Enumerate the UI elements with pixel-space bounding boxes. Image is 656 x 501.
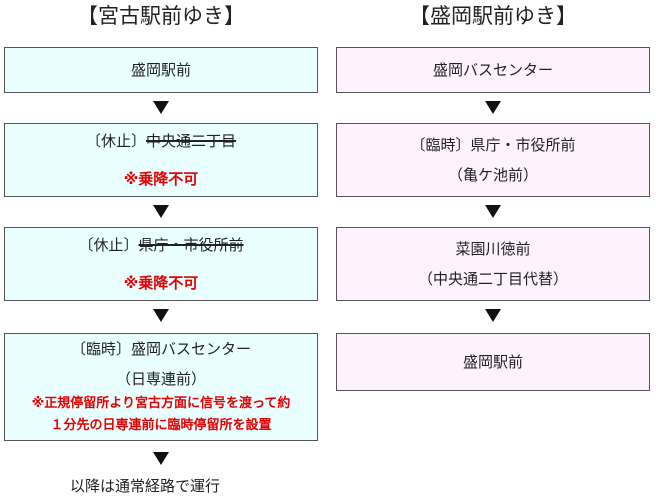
- down-arrow-icon: [153, 101, 169, 114]
- no-boarding-warning: ※乗降不可: [123, 274, 199, 292]
- stop-name: 〔休止〕県庁・市役所前: [78, 235, 243, 255]
- struck-stop-name: 中央通二丁目: [146, 132, 237, 150]
- stop-subname: （亀ケ池前）: [447, 166, 538, 184]
- down-arrow-icon: [485, 205, 501, 218]
- right-stop-3: 菜園川徳前 （中央通二丁目代替）: [336, 227, 650, 301]
- stop-name: 菜園川徳前: [455, 240, 531, 258]
- route-resume-note: 以降は通常経路で運行: [70, 477, 221, 495]
- stop-subname: （日専連前）: [115, 370, 206, 388]
- stop-subname: （中央通二丁目代替）: [417, 270, 568, 288]
- left-column-title: 【宮古駅前ゆき】: [77, 4, 245, 28]
- right-stop-4: 盛岡駅前: [336, 333, 650, 391]
- stop-name: 盛岡駅前: [130, 61, 191, 79]
- stop-name: 〔休止〕中央通二丁目: [86, 131, 236, 151]
- left-stop-3: 〔休止〕県庁・市役所前 ※乗降不可: [4, 227, 318, 301]
- temporary-tag: 〔臨時〕: [70, 340, 131, 358]
- down-arrow-icon: [485, 101, 501, 114]
- right-stop-2: 〔臨時〕県庁・市役所前 （亀ケ池前）: [336, 123, 650, 197]
- right-stop-1: 盛岡バスセンター: [336, 47, 650, 93]
- down-arrow-icon: [153, 205, 169, 218]
- stop-name: 〔臨時〕県庁・市役所前: [410, 136, 576, 154]
- left-stop-1: 盛岡駅前: [4, 47, 318, 93]
- left-stop-4: 〔臨時〕盛岡バスセンター （日専連前） ※正規停留所より宮古方面に信号を渡って約…: [4, 333, 318, 441]
- relocation-note-line-2: １分先の日専連前に臨時停留所を設置: [50, 418, 272, 433]
- relocation-note-line-1: ※正規停留所より宮古方面に信号を渡って約: [31, 396, 291, 411]
- left-stop-2: 〔休止〕中央通二丁目 ※乗降不可: [4, 123, 318, 197]
- right-column-title: 【盛岡駅前ゆき】: [409, 4, 577, 28]
- down-arrow-icon: [153, 309, 169, 322]
- stop-name: 盛岡バスセンター: [432, 61, 553, 79]
- stop-name: 盛岡駅前: [462, 353, 523, 371]
- down-arrow-icon: [153, 452, 169, 465]
- stop-name: 〔臨時〕盛岡バスセンター: [70, 340, 252, 358]
- down-arrow-icon: [485, 309, 501, 322]
- suspended-tag: 〔休止〕: [78, 236, 139, 254]
- struck-stop-name: 県庁・市役所前: [138, 236, 244, 254]
- suspended-tag: 〔休止〕: [85, 132, 146, 150]
- no-boarding-warning: ※乗降不可: [123, 170, 199, 188]
